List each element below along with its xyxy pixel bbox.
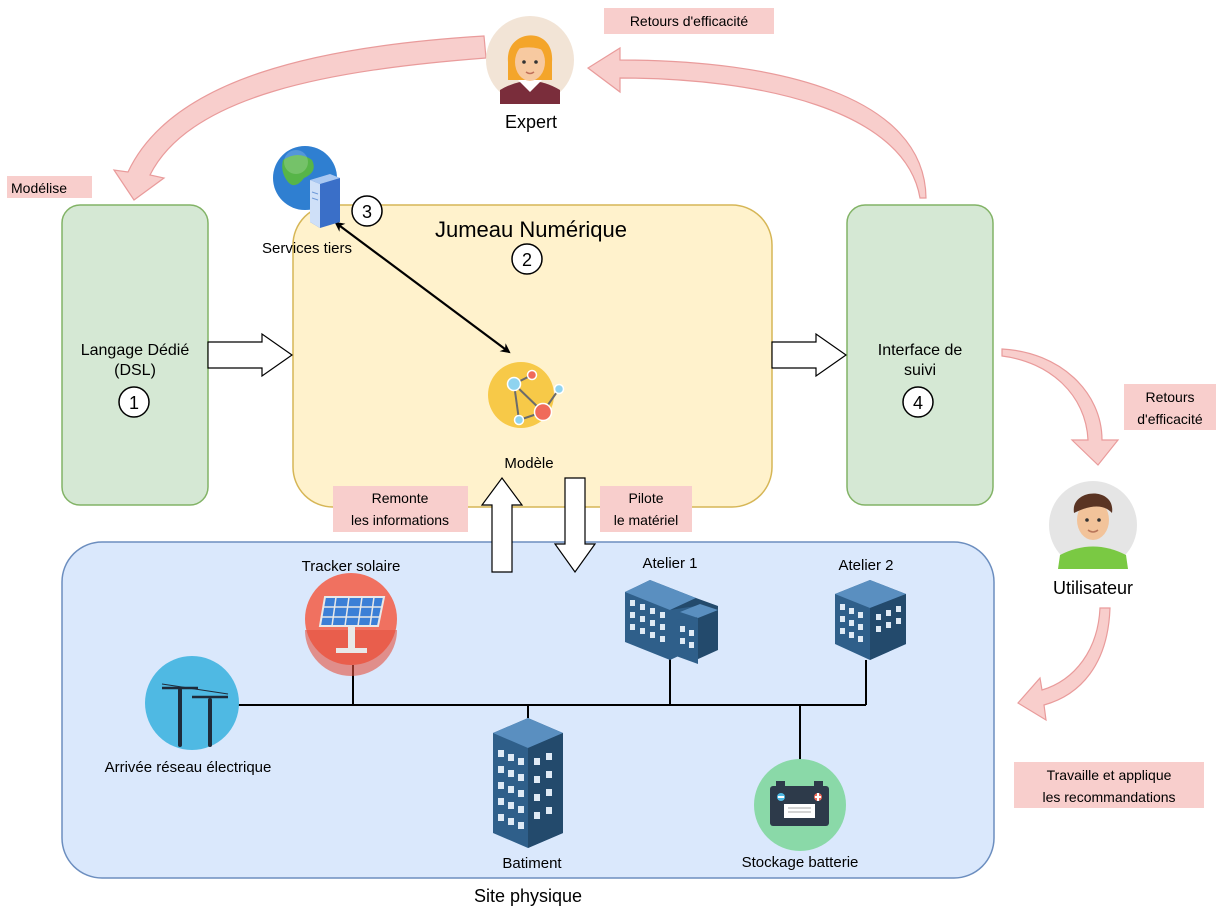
power-grid-label: Arrivée réseau électrique xyxy=(105,759,272,776)
twin-title: Jumeau Numérique xyxy=(435,217,627,242)
user-avatar xyxy=(1049,481,1137,569)
model-icon xyxy=(488,362,565,428)
models-label-bg xyxy=(7,176,92,198)
building-label: Batiment xyxy=(502,855,562,872)
workshop-2-icon xyxy=(835,580,906,660)
feedback-right-label-line2: d'efficacité xyxy=(1137,411,1203,427)
dsl-label-line1: Langage Dédié xyxy=(81,342,190,359)
third-party-model-link xyxy=(334,221,511,354)
downlink-label-bg xyxy=(600,486,692,532)
uplink-label-line2: les informations xyxy=(351,512,449,528)
third-party-number: 3 xyxy=(362,202,372,222)
twin-number: 2 xyxy=(522,250,532,270)
uplink-label-line1: Remonte xyxy=(372,490,429,506)
battery-icon xyxy=(754,759,846,851)
monitoring-number: 4 xyxy=(913,393,923,413)
solar-tracker-label: Tracker solaire xyxy=(302,558,401,575)
building-icon xyxy=(493,718,563,848)
models-label: Modélise xyxy=(11,180,67,196)
user-label: Utilisateur xyxy=(1053,578,1133,598)
workshop-2-label: Atelier 2 xyxy=(838,557,893,574)
monitoring-label-line1: Interface de xyxy=(878,342,963,359)
downlink-label-line2: le matériel xyxy=(614,512,679,528)
model-label: Modèle xyxy=(504,455,553,472)
downlink-arrow xyxy=(553,477,597,574)
uplink-arrow xyxy=(480,476,524,573)
expert-label: Expert xyxy=(505,112,557,132)
applies-label-line2: les recommandations xyxy=(1042,789,1175,805)
third-party-label: Services tiers xyxy=(262,240,352,257)
applies-label-bg xyxy=(1014,762,1204,808)
solar-tracker-icon xyxy=(305,573,397,676)
monitoring-label-line2: suivi xyxy=(904,362,936,379)
dsl-to-twin-arrow xyxy=(207,332,294,378)
number-badges xyxy=(118,195,934,418)
feedback-right-flow-arrow xyxy=(1001,348,1120,466)
workshop-1-icon xyxy=(625,580,718,664)
uplink-label-bg xyxy=(333,486,468,532)
feedback-top-label-bg xyxy=(604,8,774,34)
feedback-right-label-line1: Retours xyxy=(1145,389,1194,405)
dsl-label-line2: (DSL) xyxy=(114,362,156,379)
feedback-right-label-bg xyxy=(1124,384,1216,430)
downlink-label-line1: Pilote xyxy=(628,490,663,506)
power-grid-icon xyxy=(145,656,239,750)
expert-avatar xyxy=(486,16,574,104)
site-physique-label: Site physique xyxy=(474,886,582,906)
feedback-top-flow-arrow xyxy=(586,46,927,199)
battery-label: Stockage batterie xyxy=(742,854,859,871)
applies-label-line1: Travaille et applique xyxy=(1047,767,1172,783)
applies-flow-arrow xyxy=(1017,607,1111,722)
feedback-top-label: Retours d'efficacité xyxy=(630,13,749,29)
workshop-1-label: Atelier 1 xyxy=(642,555,697,572)
third-party-services-icon xyxy=(273,146,340,228)
models-flow-arrow xyxy=(112,35,487,201)
twin-to-monitoring-arrow xyxy=(771,332,848,378)
dsl-number: 1 xyxy=(129,393,139,413)
